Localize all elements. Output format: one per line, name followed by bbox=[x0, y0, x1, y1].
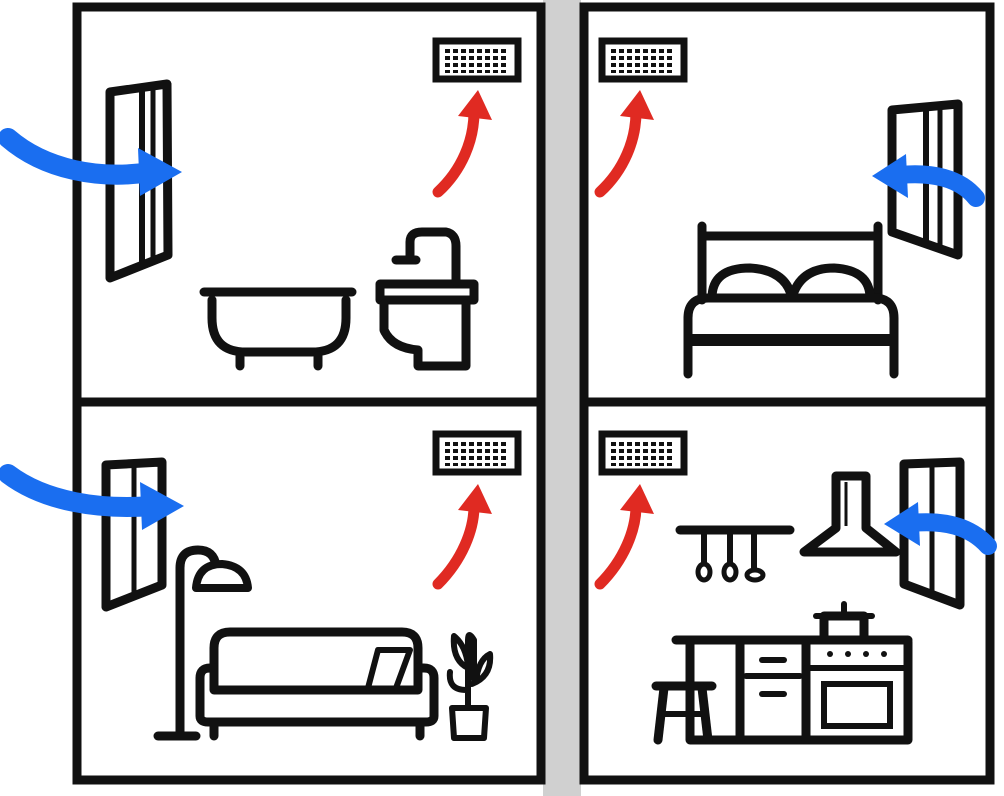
living-room bbox=[0, 434, 518, 741]
bathtub-icon bbox=[199, 287, 357, 371]
extract-arrow bbox=[594, 484, 654, 590]
window-icon bbox=[101, 457, 167, 612]
extract-arrow bbox=[432, 484, 492, 590]
building-frame bbox=[72, 2, 995, 785]
vent-grille-icon bbox=[436, 434, 518, 472]
extract-arrow bbox=[594, 90, 654, 198]
utensil-rail-icon bbox=[675, 525, 795, 583]
vent-grille-icon bbox=[602, 41, 684, 79]
supply-arrow bbox=[0, 128, 182, 196]
supply-arrow bbox=[884, 502, 997, 555]
range-hood-icon bbox=[799, 471, 901, 557]
divider-wall bbox=[543, 0, 581, 796]
bed-icon bbox=[683, 221, 899, 379]
kitchen-frame bbox=[579, 397, 995, 785]
bedroom bbox=[594, 41, 985, 379]
floor-lamp-icon bbox=[153, 545, 252, 741]
bathroom bbox=[0, 41, 518, 371]
extract-arrow bbox=[432, 90, 492, 198]
kitchen bbox=[594, 434, 997, 745]
sofa-icon bbox=[195, 627, 439, 741]
supply-arrow bbox=[0, 464, 184, 530]
supply-arrow bbox=[872, 154, 985, 207]
vent-grille-icon bbox=[602, 434, 684, 472]
plant-icon bbox=[446, 632, 494, 741]
living-room-frame bbox=[72, 397, 546, 785]
kitchen-units-icon bbox=[671, 601, 913, 745]
vent-grille-icon bbox=[436, 41, 518, 79]
toilet-sink-icon bbox=[375, 227, 479, 371]
stool-icon bbox=[651, 681, 717, 745]
